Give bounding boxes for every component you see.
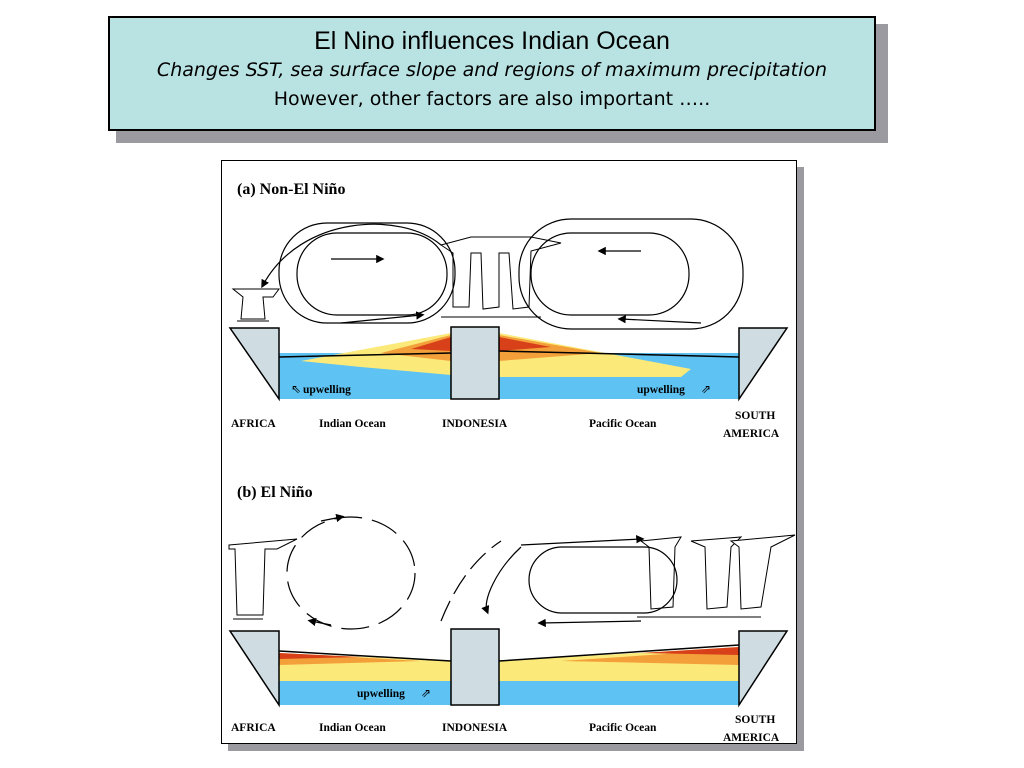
panel-b-label-pacific-ocean: Pacific Ocean: [589, 722, 657, 734]
panel-a-walker-circulation: [261, 218, 744, 330]
panel-b-upwelling-arrow-icon: ⇗: [421, 686, 431, 700]
panel-a-pacific-red-layer: [499, 337, 551, 351]
panel-a-upwelling-right: upwelling: [637, 384, 685, 396]
panel-b-title: (b) El Niño: [237, 484, 313, 501]
title-box: El Nino influences Indian Ocean Changes …: [108, 16, 876, 131]
panel-b-pacific-ocean-cold: [499, 681, 739, 705]
panel-b-africa-land: [228, 630, 280, 708]
panel-b: (b) El Niño: [228, 484, 796, 744]
slide-title: El Nino influences Indian Ocean: [314, 27, 670, 55]
panel-a: (a) Non-El Niño: [228, 181, 789, 440]
panel-b-indonesia-land: [450, 628, 500, 706]
panel-a-africa-land: [228, 327, 280, 402]
panel-b-label-america: AMERICA: [723, 732, 780, 743]
panel-b-pacific-red-layer: [641, 647, 739, 655]
panel-a-label-africa: AFRICA: [231, 418, 276, 430]
el-nino-diagram: (a) Non-El Niño: [228, 181, 796, 744]
figure-frame: (a) Non-El Niño: [221, 160, 797, 744]
panel-b-label-africa: AFRICA: [231, 722, 276, 734]
panel-a-pacific-sea-surface: [498, 350, 740, 358]
panel-a-indonesia-land: [450, 326, 500, 400]
panel-a-south-america-land: [738, 327, 789, 402]
panel-b-pacific-clouds: [637, 534, 796, 618]
panel-a-pacific-orange-layer: [499, 335, 601, 361]
panel-a-indonesia-cloud: [439, 236, 562, 318]
panel-b-label-indonesia: INDONESIA: [442, 722, 508, 734]
panel-a-indian-red-layer: [411, 337, 451, 351]
panel-b-indian-ocean-cold: [279, 681, 451, 705]
panel-a-upwelling-right-arrow-icon: ⇗: [701, 382, 711, 396]
panel-b-indian-red-layer: [279, 653, 361, 659]
panel-b-africa-cloud: [228, 538, 298, 620]
panel-a-africa-cloud: [231, 288, 280, 322]
panel-a-upwelling-left-arrow-icon: ⇖: [291, 382, 301, 396]
panel-b-south-america-land: [738, 630, 789, 708]
panel-a-label-indian-ocean: Indian Ocean: [319, 418, 386, 430]
panel-b-indian-sea-surface: [278, 650, 452, 662]
slide-subtitle-1: Changes SST, sea surface slope and regio…: [156, 59, 828, 81]
panel-a-label-america: AMERICA: [723, 428, 780, 440]
panel-a-upwelling-left: upwelling: [303, 384, 351, 396]
panel-a-indian-sea-surface: [278, 352, 452, 358]
panel-b-walker-circulation: [286, 513, 678, 630]
slide-subtitle-2: However, other factors are also importan…: [273, 88, 711, 110]
panel-b-pacific-sea-surface: [498, 644, 740, 662]
panel-a-label-pacific-ocean: Pacific Ocean: [589, 418, 657, 430]
panel-b-label-south: SOUTH: [735, 714, 775, 726]
panel-a-label-indonesia: INDONESIA: [442, 418, 508, 430]
panel-b-label-indian-ocean: Indian Ocean: [319, 722, 386, 734]
panel-a-label-south: SOUTH: [735, 410, 775, 422]
panel-b-upwelling: upwelling: [357, 688, 405, 700]
panel-a-title: (a) Non-El Niño: [237, 181, 345, 198]
